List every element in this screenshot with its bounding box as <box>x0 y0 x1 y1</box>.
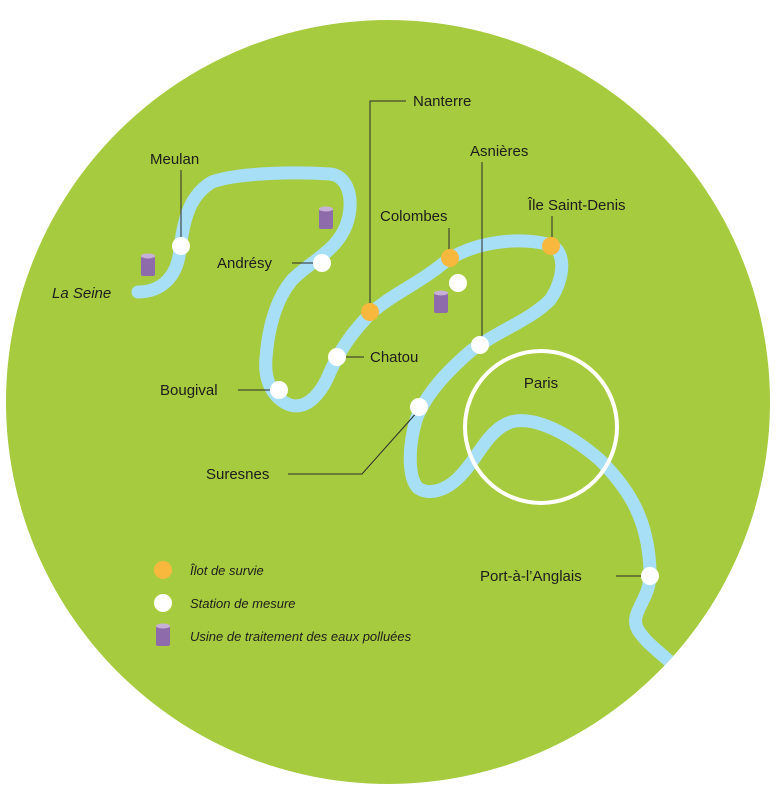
label-meulan: Meulan <box>150 151 199 168</box>
label-chatou: Chatou <box>370 349 418 366</box>
stations <box>172 237 659 585</box>
station-bougival <box>270 381 288 399</box>
ilots <box>361 237 560 321</box>
label-la-seine: La Seine <box>52 285 111 302</box>
legend: Îlot de survie Station de mesure Usine d… <box>154 561 412 646</box>
station-colombes <box>449 274 467 292</box>
leader-nanterre <box>369 100 406 310</box>
map-background-disc <box>6 20 770 784</box>
station-andresy <box>313 254 331 272</box>
station-asnieres <box>471 336 489 354</box>
label-asnieres: Asnières <box>470 143 528 160</box>
legend-ilot-swatch <box>154 561 172 579</box>
seine-river <box>131 166 687 679</box>
station-chatou <box>328 348 346 366</box>
ilot-ile-saint-denis <box>542 237 560 255</box>
ilot-colombes <box>441 249 459 267</box>
label-colombes: Colombes <box>380 208 448 225</box>
label-nanterre: Nanterre <box>413 93 471 110</box>
leader-suresnes <box>288 409 420 475</box>
station-suresnes <box>410 398 428 416</box>
plant-icon <box>319 206 333 229</box>
paris-ring <box>463 349 619 505</box>
station-port-a-l-anglais <box>641 567 659 585</box>
legend-plant-icon <box>156 623 170 646</box>
label-andresy: Andrésy <box>217 255 273 272</box>
station-meulan <box>172 237 190 255</box>
label-ile-saint-denis: Île Saint-Denis <box>527 197 626 214</box>
paris-label: Paris <box>524 375 558 392</box>
ilot-nanterre <box>361 303 379 321</box>
plant-icon <box>434 290 448 313</box>
label-port-a-l-anglais: Port-à-l’Anglais <box>480 568 582 585</box>
legend-station-swatch <box>154 594 172 612</box>
plant-icon <box>141 253 155 276</box>
label-suresnes: Suresnes <box>206 466 269 483</box>
legend-station-label: Station de mesure <box>190 596 296 611</box>
legend-ilot-label: Îlot de survie <box>190 563 264 578</box>
legend-plant-label: Usine de traitement des eaux polluées <box>190 629 412 644</box>
label-bougival: Bougival <box>160 382 218 399</box>
